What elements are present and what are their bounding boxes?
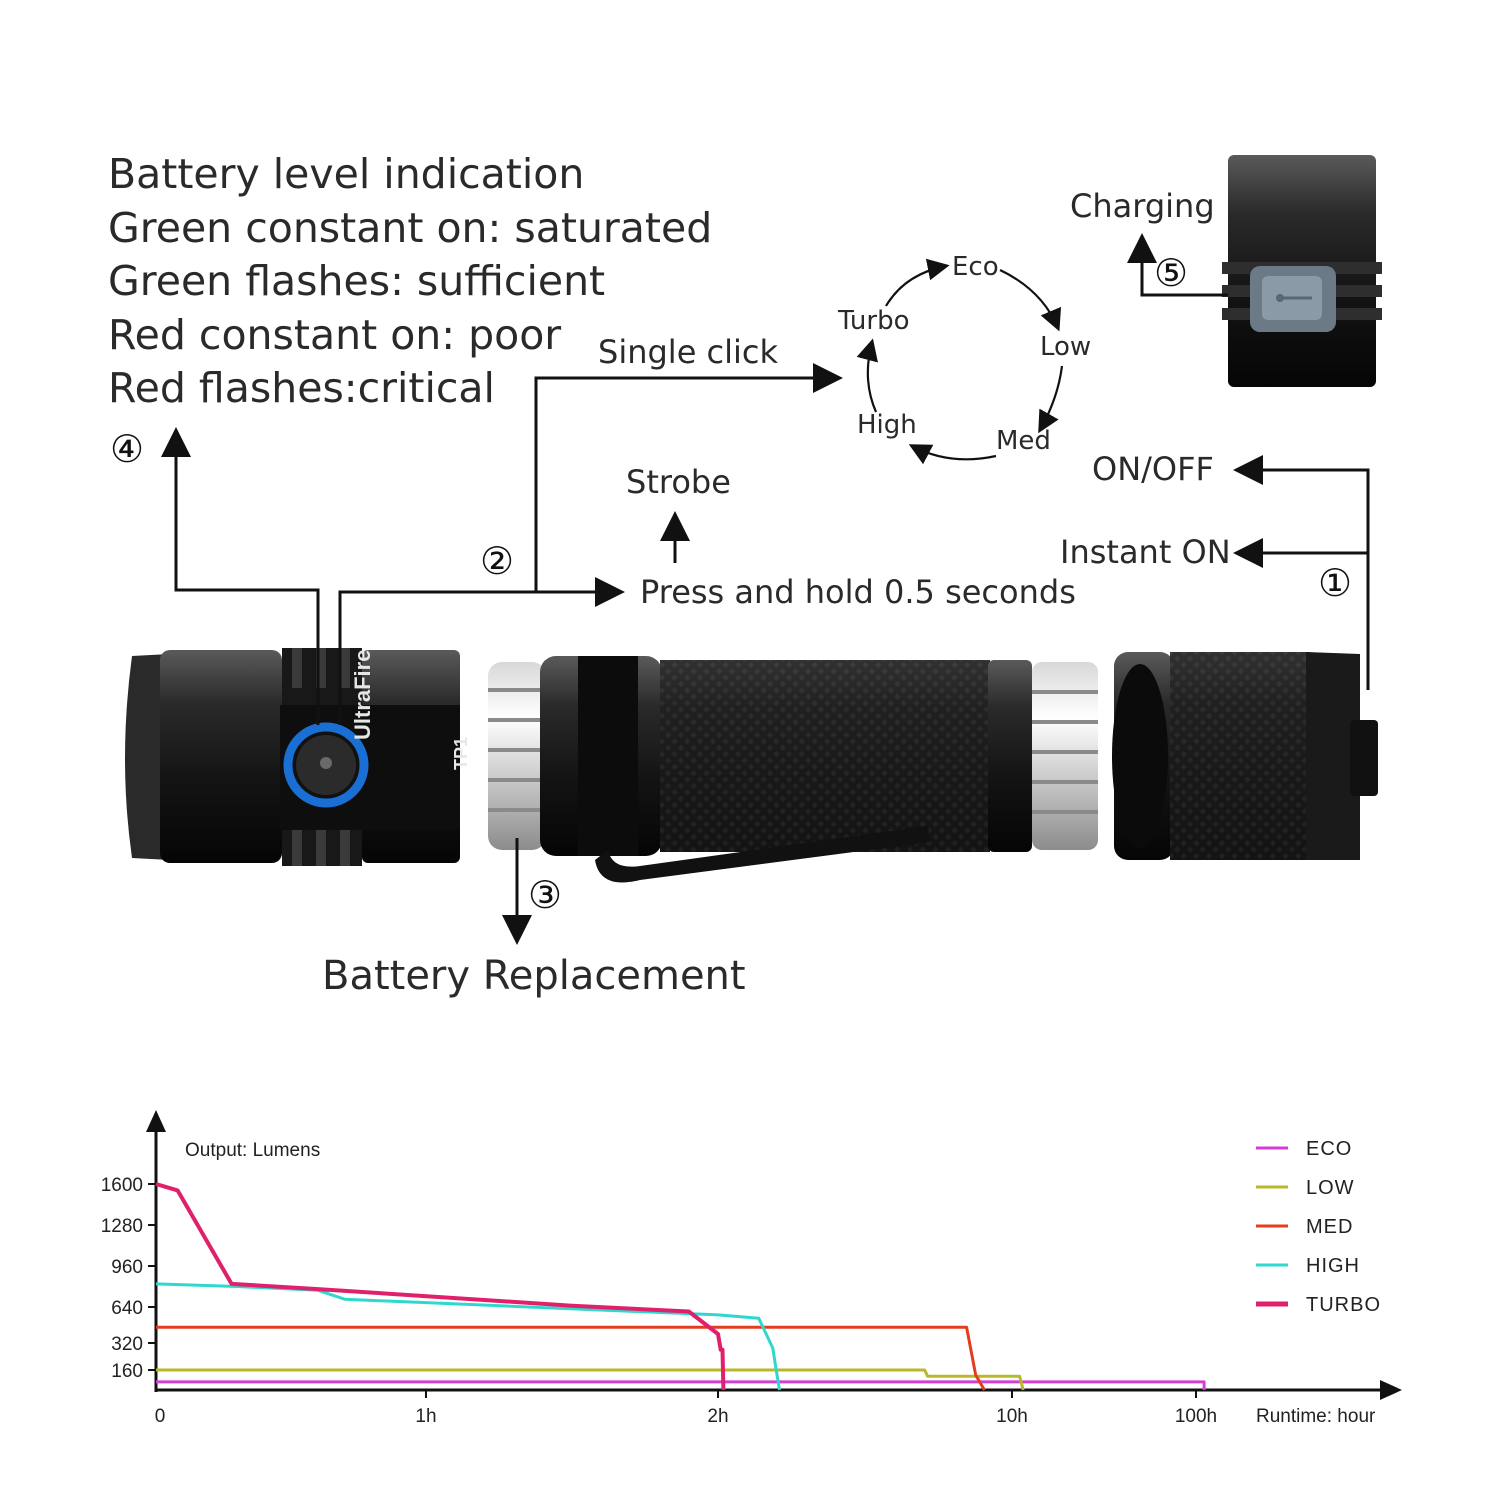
flashlight-body bbox=[540, 656, 1098, 856]
mode-turbo-label: Turbo bbox=[838, 306, 910, 336]
y-tick-label: 160 bbox=[111, 1361, 143, 1382]
series-lines bbox=[155, 1182, 1206, 1391]
tail-switch-marker: ① bbox=[1318, 561, 1353, 605]
model-name: TP1 bbox=[451, 736, 471, 770]
x-ticks: 0 1h 2h 10h 100h bbox=[155, 1390, 1217, 1427]
x-tick-label: 2h bbox=[707, 1406, 728, 1427]
y-tick-label: 640 bbox=[111, 1298, 143, 1319]
series-line-high bbox=[155, 1282, 781, 1391]
battery-level-legend: Battery level indication Green constant … bbox=[108, 150, 712, 418]
x-tick-label: 1h bbox=[415, 1406, 436, 1427]
pocket-clip bbox=[595, 826, 930, 883]
series-line-turbo bbox=[155, 1182, 726, 1391]
press-hold-marker: ② bbox=[480, 539, 515, 583]
charging-label: Charging bbox=[1070, 187, 1215, 225]
tail-cap bbox=[1112, 652, 1378, 860]
y-tick-label: 1600 bbox=[101, 1175, 143, 1196]
y-tick-label: 1280 bbox=[101, 1216, 143, 1237]
charging-connector bbox=[1127, 233, 1228, 297]
chart-legend: ECO LOW MED HIGH TURBO bbox=[1256, 1138, 1381, 1316]
y-tick-label: 320 bbox=[111, 1334, 143, 1355]
x-tick-label: 0 bbox=[155, 1406, 166, 1427]
battery-legend-saturated: Green constant on: saturated bbox=[108, 203, 713, 252]
usb-icon bbox=[1276, 294, 1312, 302]
y-axis-label: Output: Lumens bbox=[185, 1140, 320, 1161]
instant-on-label: Instant ON bbox=[1060, 533, 1231, 571]
battery-legend-title: Battery level indication bbox=[108, 150, 585, 198]
battery-tube-threads bbox=[488, 662, 546, 850]
single-click-label: Single click bbox=[598, 333, 779, 371]
y-ticks: 1600 1280 960 640 320 160 bbox=[101, 1175, 156, 1382]
on-off-label: ON/OFF bbox=[1092, 450, 1214, 488]
charging-port-head bbox=[1222, 155, 1382, 387]
x-tick-label: 100h bbox=[1175, 1406, 1217, 1427]
brand-name: UltraFire bbox=[350, 649, 375, 740]
mode-high-label: High bbox=[857, 410, 917, 440]
series-line-eco bbox=[156, 1380, 1206, 1390]
single-click-connector bbox=[534, 363, 843, 592]
legend-label-med: MED bbox=[1306, 1216, 1353, 1238]
battery-replacement-marker: ③ bbox=[528, 873, 563, 917]
flashlight-diagram bbox=[125, 155, 1382, 945]
brand-label: UltraFire bbox=[350, 649, 375, 740]
series-line-low bbox=[156, 1368, 1025, 1391]
legend-label-turbo: TURBO bbox=[1306, 1294, 1381, 1316]
battery-legend-sufficient: Green flashes: sufficient bbox=[108, 257, 606, 305]
press-hold-label: Press and hold 0.5 seconds bbox=[640, 573, 1076, 611]
charging-marker: ⑤ bbox=[1154, 251, 1189, 295]
strobe-label: Strobe bbox=[626, 463, 731, 501]
legend-label-high: HIGH bbox=[1306, 1255, 1360, 1277]
press-hold-connector bbox=[338, 577, 625, 725]
battery-legend-critical: Red flashes:critical bbox=[108, 364, 495, 412]
mode-eco-label: Eco bbox=[952, 252, 999, 282]
chart-axes bbox=[146, 1110, 1402, 1400]
battery-legend-poor: Red constant on: poor bbox=[108, 310, 562, 359]
y-axis-arrow bbox=[146, 1110, 166, 1132]
battery-indicator-connector bbox=[161, 427, 320, 725]
mode-med-label: Med bbox=[996, 426, 1051, 456]
battery-replacement-label: Battery Replacement bbox=[322, 953, 746, 999]
tail-switch-connector bbox=[1233, 455, 1370, 690]
power-button[interactable] bbox=[283, 722, 369, 808]
series-line-med bbox=[156, 1325, 986, 1391]
x-axis-arrow bbox=[1380, 1380, 1402, 1400]
mode-cycle-ring bbox=[856, 258, 1064, 465]
legend-label-low: LOW bbox=[1306, 1177, 1355, 1199]
model-label: TP1 bbox=[451, 736, 471, 770]
mode-low-label: Low bbox=[1040, 332, 1092, 362]
legend-label-eco: ECO bbox=[1306, 1138, 1352, 1160]
battery-indicator-marker: ④ bbox=[110, 427, 145, 471]
y-tick-label: 960 bbox=[111, 1257, 143, 1278]
x-tick-label: 10h bbox=[996, 1406, 1028, 1427]
x-axis-label: Runtime: hour bbox=[1256, 1406, 1376, 1427]
